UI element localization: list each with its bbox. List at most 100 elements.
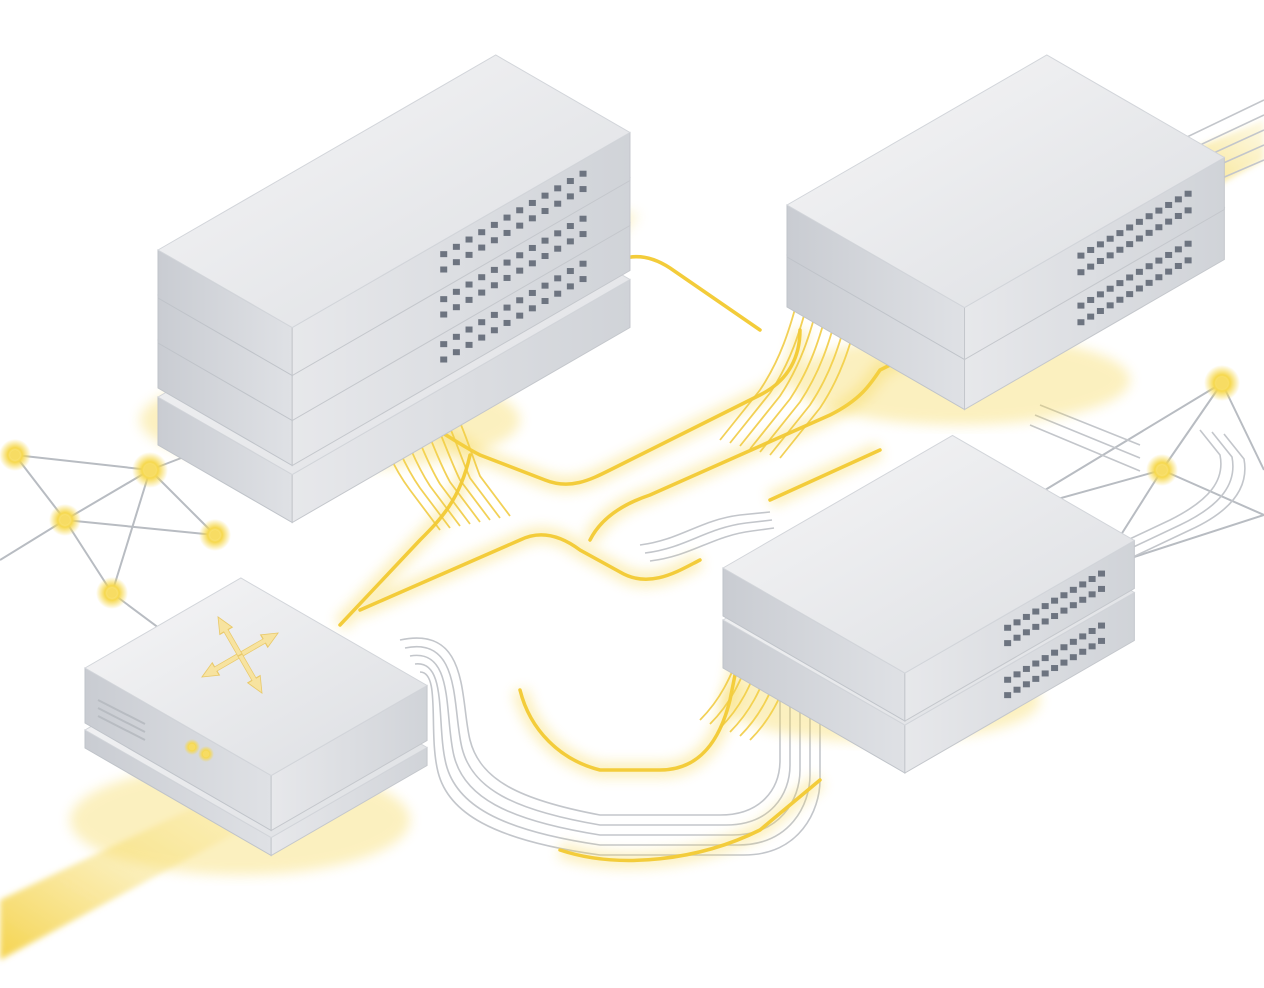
port	[1022, 665, 1030, 672]
port	[579, 231, 587, 238]
port	[1077, 319, 1085, 326]
device-top	[722, 434, 1136, 674]
port	[1174, 196, 1182, 203]
port	[440, 356, 448, 363]
port	[465, 326, 473, 333]
port	[528, 260, 536, 267]
port	[1165, 251, 1173, 258]
port	[503, 304, 511, 311]
port	[1041, 618, 1049, 625]
port	[1116, 296, 1124, 303]
port	[1013, 634, 1021, 641]
port	[541, 298, 549, 305]
port	[1079, 596, 1087, 603]
port	[579, 186, 587, 193]
port	[516, 312, 524, 319]
port	[503, 274, 511, 281]
port	[1088, 575, 1096, 582]
port	[1165, 218, 1173, 225]
port	[554, 230, 562, 237]
switch-stack-top-left	[140, 54, 631, 524]
port	[554, 185, 562, 192]
port	[1004, 640, 1012, 647]
port	[566, 283, 574, 290]
port	[490, 237, 498, 244]
port	[1106, 252, 1114, 259]
port	[566, 238, 574, 245]
port	[1098, 585, 1106, 592]
port	[1079, 633, 1087, 640]
port	[1098, 570, 1106, 577]
port	[478, 319, 486, 326]
port	[465, 236, 473, 243]
port	[1155, 274, 1163, 281]
port	[541, 208, 549, 215]
port	[1051, 649, 1059, 656]
port	[1126, 224, 1134, 231]
port	[503, 229, 511, 236]
port	[478, 244, 486, 251]
port	[490, 282, 498, 289]
port	[1126, 241, 1134, 248]
port	[1184, 190, 1192, 197]
port	[478, 229, 486, 236]
port	[566, 223, 574, 230]
port	[1004, 692, 1012, 699]
switch-stack-top-right	[786, 54, 1226, 425]
port	[465, 296, 473, 303]
vent-line	[97, 715, 146, 741]
device-top	[84, 577, 429, 777]
port	[452, 304, 460, 311]
port	[1060, 607, 1068, 614]
port	[528, 289, 536, 296]
port	[579, 215, 587, 222]
port	[554, 275, 562, 282]
port	[528, 244, 536, 251]
port	[1051, 613, 1059, 620]
port	[490, 221, 498, 228]
port	[1060, 592, 1068, 599]
port	[1060, 644, 1068, 651]
status-led	[203, 751, 209, 757]
port	[1116, 246, 1124, 253]
port	[1088, 591, 1096, 598]
port	[541, 253, 549, 260]
port	[1165, 201, 1173, 208]
port	[440, 266, 448, 273]
port	[1087, 313, 1095, 320]
port	[1069, 654, 1077, 661]
port	[1004, 676, 1012, 683]
port	[1032, 675, 1040, 682]
device-top	[157, 54, 631, 329]
port	[1174, 212, 1182, 219]
port	[1096, 307, 1104, 314]
device-top	[786, 54, 1226, 309]
port	[1135, 268, 1143, 275]
devices	[70, 54, 1226, 875]
port	[1077, 302, 1085, 309]
port	[1060, 659, 1068, 666]
port	[1069, 638, 1077, 645]
port	[1165, 268, 1173, 275]
port	[1022, 629, 1030, 636]
port	[465, 281, 473, 288]
port	[465, 341, 473, 348]
port	[1106, 302, 1114, 309]
port	[1032, 660, 1040, 667]
port	[566, 178, 574, 185]
port	[1096, 257, 1104, 264]
port	[1022, 613, 1030, 620]
port	[1184, 207, 1192, 214]
port	[1077, 252, 1085, 259]
port	[1087, 246, 1095, 253]
port	[1174, 262, 1182, 269]
port	[478, 289, 486, 296]
port	[440, 251, 448, 258]
port	[528, 215, 536, 222]
port	[541, 192, 549, 199]
port	[503, 319, 511, 326]
port	[1135, 218, 1143, 225]
port	[566, 268, 574, 275]
port	[440, 341, 448, 348]
port	[1032, 608, 1040, 615]
